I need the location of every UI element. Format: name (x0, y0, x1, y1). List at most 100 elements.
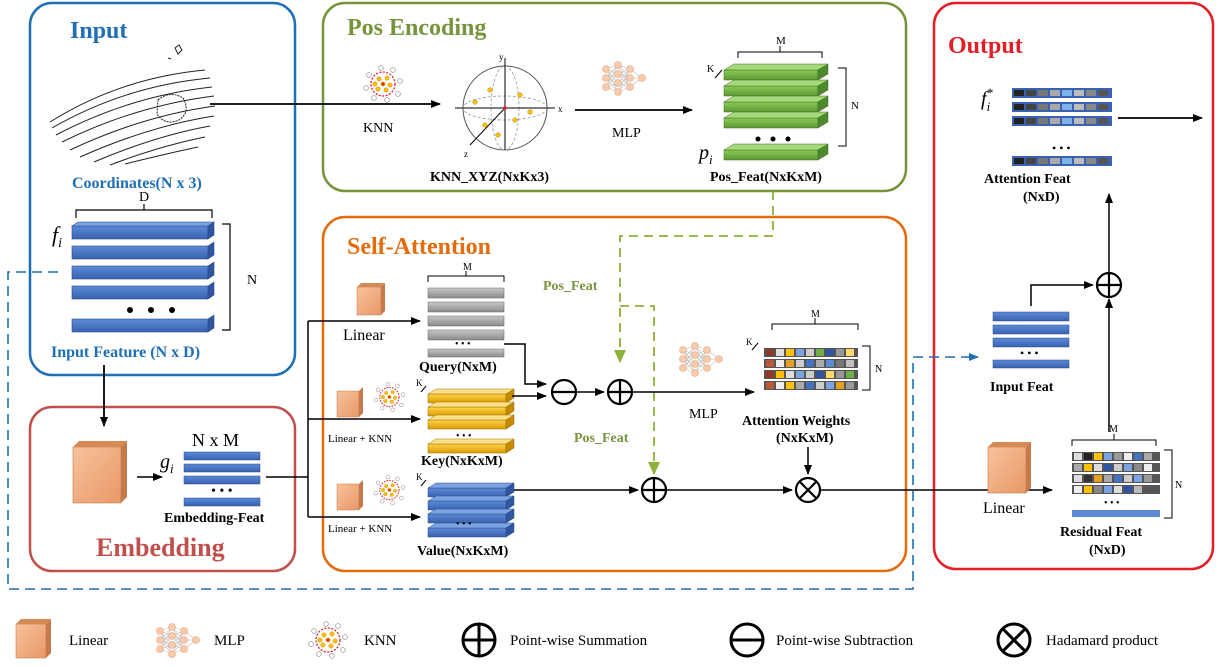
linear-icon-key (336, 387, 363, 418)
linear-label-query: Linear (343, 327, 385, 344)
knn-icon-key (373, 381, 406, 413)
linear-box-embedding (72, 441, 127, 504)
legend-knn-label: KNN (364, 633, 397, 649)
hadamard-op (794, 476, 822, 504)
linear-icon-value (336, 480, 363, 511)
embedding-feat-label: Embedding-Feat (164, 511, 265, 526)
attention-weights-label-1: Attention Weights (742, 414, 851, 429)
coordinates-label: Coordinates(N x 3) (72, 175, 202, 192)
mlp-label-attn: MLP (689, 407, 718, 422)
knn-xyz-label: KNN_XYZ(NxKx3) (430, 170, 549, 185)
attention-weights-label-2: (NxKxM) (776, 431, 834, 446)
svg-text:• • •: • • • (1104, 498, 1120, 509)
attention-weights-stack: M K N (746, 309, 882, 391)
svg-text:• • •: • • • (1052, 141, 1071, 155)
embedding-dots: • • • (211, 484, 233, 499)
embedding-panel (28, 405, 297, 573)
linear-icon-query (356, 283, 385, 316)
embedding-title: Embedding (96, 533, 225, 562)
svg-text:K: K (416, 378, 423, 388)
pos-feat-label-1: Pos_Feat (543, 279, 598, 294)
output-title: Output (948, 33, 1023, 59)
svg-text:N: N (1175, 480, 1182, 491)
mlp-label-pos: MLP (612, 126, 641, 141)
attention-rows (764, 348, 858, 390)
legend-hadamard-icon (996, 622, 1032, 658)
svg-text:z: z (464, 149, 468, 159)
svg-text:K: K (416, 472, 423, 482)
query-stack: M • • • (427, 262, 505, 358)
input-panel (28, 1, 297, 377)
subtraction-op (550, 378, 578, 406)
legend-sum-label: Point-wise Summation (510, 633, 648, 649)
legend-hadamard-label: Hadamard product (1046, 633, 1159, 649)
svg-text:N: N (851, 100, 859, 112)
p-i-symbol: pi (697, 142, 713, 167)
d-brace (75, 204, 213, 218)
key-label: Key(NxKxM) (421, 454, 503, 469)
point-cloud-image (49, 44, 216, 166)
value-stack: K • • • (416, 472, 515, 538)
input-feat-dots: • • • (1020, 346, 1039, 360)
legend-sub-icon (729, 622, 765, 658)
n-brace-input (222, 223, 231, 331)
embedding-stack (183, 451, 261, 507)
sphere-plot: y x z (455, 52, 563, 159)
mlp-icon-pos (602, 61, 646, 96)
legend-sum-icon (461, 622, 497, 658)
svg-text:K: K (707, 64, 715, 75)
n-label-input: N (247, 273, 257, 288)
input-feature-stack (71, 221, 215, 333)
mlp-icon-attn (679, 342, 723, 377)
svg-text:M: M (776, 35, 786, 47)
svg-text:M: M (463, 262, 472, 273)
legend-mlp-label: MLP (214, 633, 245, 649)
legend-linear-icon (15, 619, 51, 659)
input-feat-label: Input Feat (990, 380, 1054, 395)
knn-label-pos: KNN (363, 121, 393, 136)
attention-feat-label-2: (NxD) (1023, 190, 1060, 205)
linear-label-output: Linear (983, 500, 1025, 517)
svg-text:M: M (811, 309, 820, 320)
pos-feat-route-2 (620, 305, 660, 475)
svg-text:M: M (1109, 424, 1118, 435)
pos-feat-stack: M K N (707, 35, 859, 161)
query-to-sub-line (504, 343, 547, 388)
embedding-dims: N x M (192, 430, 239, 450)
residual-feat-stack: M • • • N (1071, 424, 1182, 519)
input-feature-label: Input Feature (N x D) (51, 344, 200, 361)
svg-text:y: y (499, 52, 504, 62)
self-attention-panel (321, 215, 908, 573)
residual-skip-line (7, 271, 979, 590)
value-label: Value(NxKxM) (417, 544, 509, 559)
pos-encoding-title: Pos Encoding (347, 15, 486, 41)
legend-mlp-icon (156, 623, 200, 658)
query-label: Query(NxM) (419, 360, 497, 375)
output-panel (932, 1, 1215, 571)
svg-text:x: x (558, 104, 563, 114)
key-stack: K • • • (416, 378, 515, 454)
attention-feat-label-1: Attention Feat (984, 172, 1071, 187)
g-i-symbol: gi (160, 451, 174, 476)
summation-op-1 (606, 378, 634, 406)
summation-op-output (1095, 271, 1123, 299)
linear-knn-label-key: Linear + KNN (328, 433, 392, 445)
d-label: D (139, 190, 149, 205)
embed-branch-lines (266, 321, 309, 517)
knn-icon (362, 64, 404, 104)
legend-linear-label: Linear (69, 633, 108, 649)
svg-text:• • •: • • • (456, 519, 472, 530)
legend-sub-label: Point-wise Subtraction (776, 633, 914, 649)
legend: Linear MLP KNN Point-wise Summation Poin… (15, 619, 1159, 660)
attention-feat-stack: • • • (1012, 88, 1112, 166)
svg-text:• • •: • • • (456, 431, 472, 442)
pos-feat-label: Pos_Feat(NxKxM) (710, 170, 822, 185)
pos-feat-label-2: Pos_Feat (574, 431, 629, 446)
svg-text:• • •: • • • (455, 339, 471, 350)
linear-box-output (987, 442, 1031, 494)
svg-text:N: N (875, 364, 882, 375)
f-i-star-symbol: fi* (981, 85, 993, 114)
input-feat-to-sum-line (1030, 281, 1094, 306)
residual-feat-label-2: (NxD) (1089, 543, 1126, 558)
